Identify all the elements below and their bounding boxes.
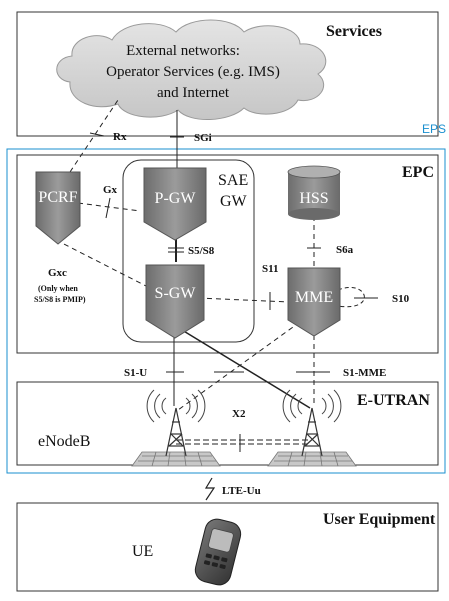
rx-link [69,99,119,173]
gxc-link [55,239,151,289]
cloud-line-2: Operator Services (e.g. IMS) [106,64,280,80]
pcrf-label: PCRF [38,189,77,206]
sgw-node: S-GW [145,264,205,339]
sgw-label: S-GW [155,285,197,302]
sae-gw-label-2: GW [220,193,248,210]
s1u-label: S1-U [124,367,147,379]
rx-tick [89,132,105,137]
ue-phone-icon [194,518,242,586]
s5s8-label: S5/S8 [188,245,215,257]
sgi-label: SGi [194,132,212,144]
s11-link [197,297,291,303]
pgw-node: P-GW [143,167,207,241]
ue-label: UE [132,543,153,560]
gxc-label: Gxc [48,267,67,279]
gx-label: Gx [103,184,118,196]
lteuu-label: LTE-Uu [222,485,261,497]
cloud-line-1: External networks: [126,43,240,59]
hss-label: HSS [299,190,328,207]
hss-node: HSS [287,165,341,220]
user-equipment-box [16,502,439,592]
enodeb-tower-2 [267,389,357,467]
eps-box [6,148,446,474]
cloud-line-3: and Internet [157,85,230,101]
sgw-enb2-link [181,329,311,409]
eutran-title: E-UTRAN [357,392,430,409]
enodeb-2-ground-grid [267,451,357,467]
enodeb-1-signal-icon [146,389,206,423]
gxc-note-1: (Only when [38,284,78,293]
enodeb-2-signal-icon [282,389,342,423]
enodeb-1-ground-grid [131,451,221,467]
sae-gw-label-1: SAE [218,172,248,189]
interface-ticks [89,132,378,452]
mme-node: MME [287,267,341,337]
services-box [16,11,439,137]
rx-label: Rx [113,131,127,143]
enodeb-label: eNodeB [38,433,90,450]
gx-link [77,202,141,212]
epc-title: EPC [402,164,434,181]
pgw-label: P-GW [155,190,197,207]
interface-labels: Rx SGi Gx Gxc (Only when S5/S8 is PMIP) … [34,131,410,497]
gx-tick [105,197,111,219]
s10-label: S10 [392,293,410,305]
services-title: Services [326,23,382,40]
eutran-box [16,381,439,466]
lte-uu-bolt [204,477,216,501]
s1mme-link-1 [177,321,301,411]
s10-loop [337,287,365,308]
epc-box [16,154,439,354]
external-networks-cloud: External networks: Operator Services (e.… [56,19,327,121]
s1mme-label: S1-MME [343,367,386,379]
s6a-label: S6a [336,244,354,256]
gxc-note-2: S5/S8 is PMIP) [34,295,86,304]
pcrf-node: PCRF [35,171,81,245]
mme-label: MME [295,289,333,306]
x2-label: X2 [232,408,246,420]
user-equipment-title: User Equipment [323,511,436,528]
eps-label: EPS [422,122,446,136]
s11-label: S11 [262,263,279,275]
enodeb-tower-1 [131,389,221,467]
sae-gw-box [122,159,255,343]
